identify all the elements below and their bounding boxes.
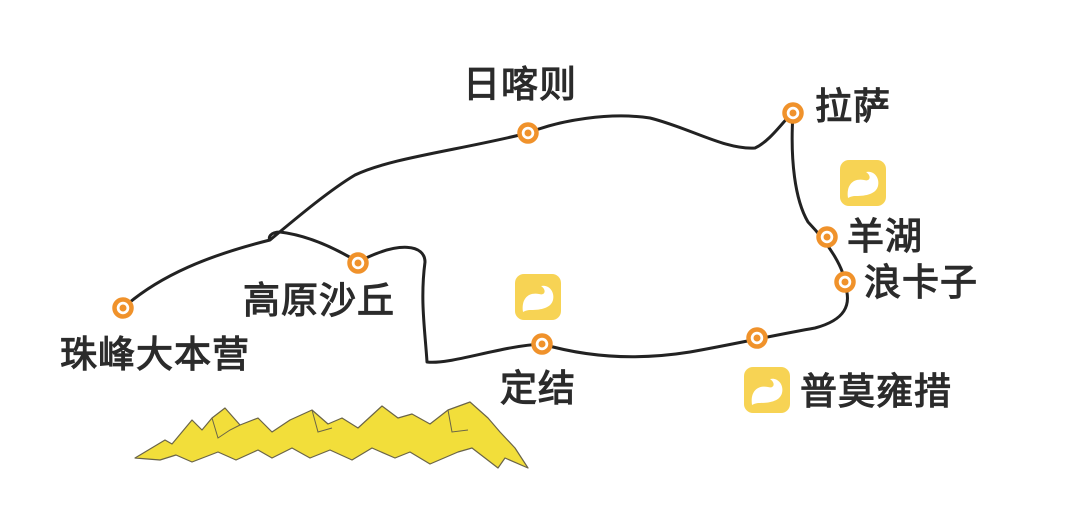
stop-marker-everest-base-camp	[112, 297, 134, 319]
label-dingjie: 定结	[500, 367, 576, 410]
stop-marker-plateau-dunes	[347, 252, 369, 274]
mountain-range-icon	[134, 401, 529, 469]
label-everest-base-camp: 珠峰大本营	[60, 333, 250, 376]
label-lhasa: 拉萨	[815, 85, 891, 128]
stop-marker-yamdrok-lake	[816, 226, 838, 248]
label-shigatse: 日喀则	[463, 63, 577, 106]
lake-icon	[515, 274, 561, 320]
lake-icon	[840, 160, 886, 206]
route-line-main	[121, 111, 849, 364]
stop-marker-pumoyongcuo	[746, 327, 768, 349]
label-plateau-dunes: 高原沙丘	[243, 279, 395, 322]
label-yamdrok-lake: 羊湖	[847, 215, 923, 258]
stop-marker-dingjie	[531, 333, 553, 355]
stop-marker-langkazi	[834, 271, 856, 293]
stop-marker-lhasa	[782, 102, 804, 124]
stop-marker-shigatse	[517, 122, 539, 144]
lake-icon	[744, 367, 790, 413]
label-pumoyongcuo: 普莫雍措	[800, 370, 952, 413]
label-langkazi: 浪卡子	[864, 261, 978, 304]
